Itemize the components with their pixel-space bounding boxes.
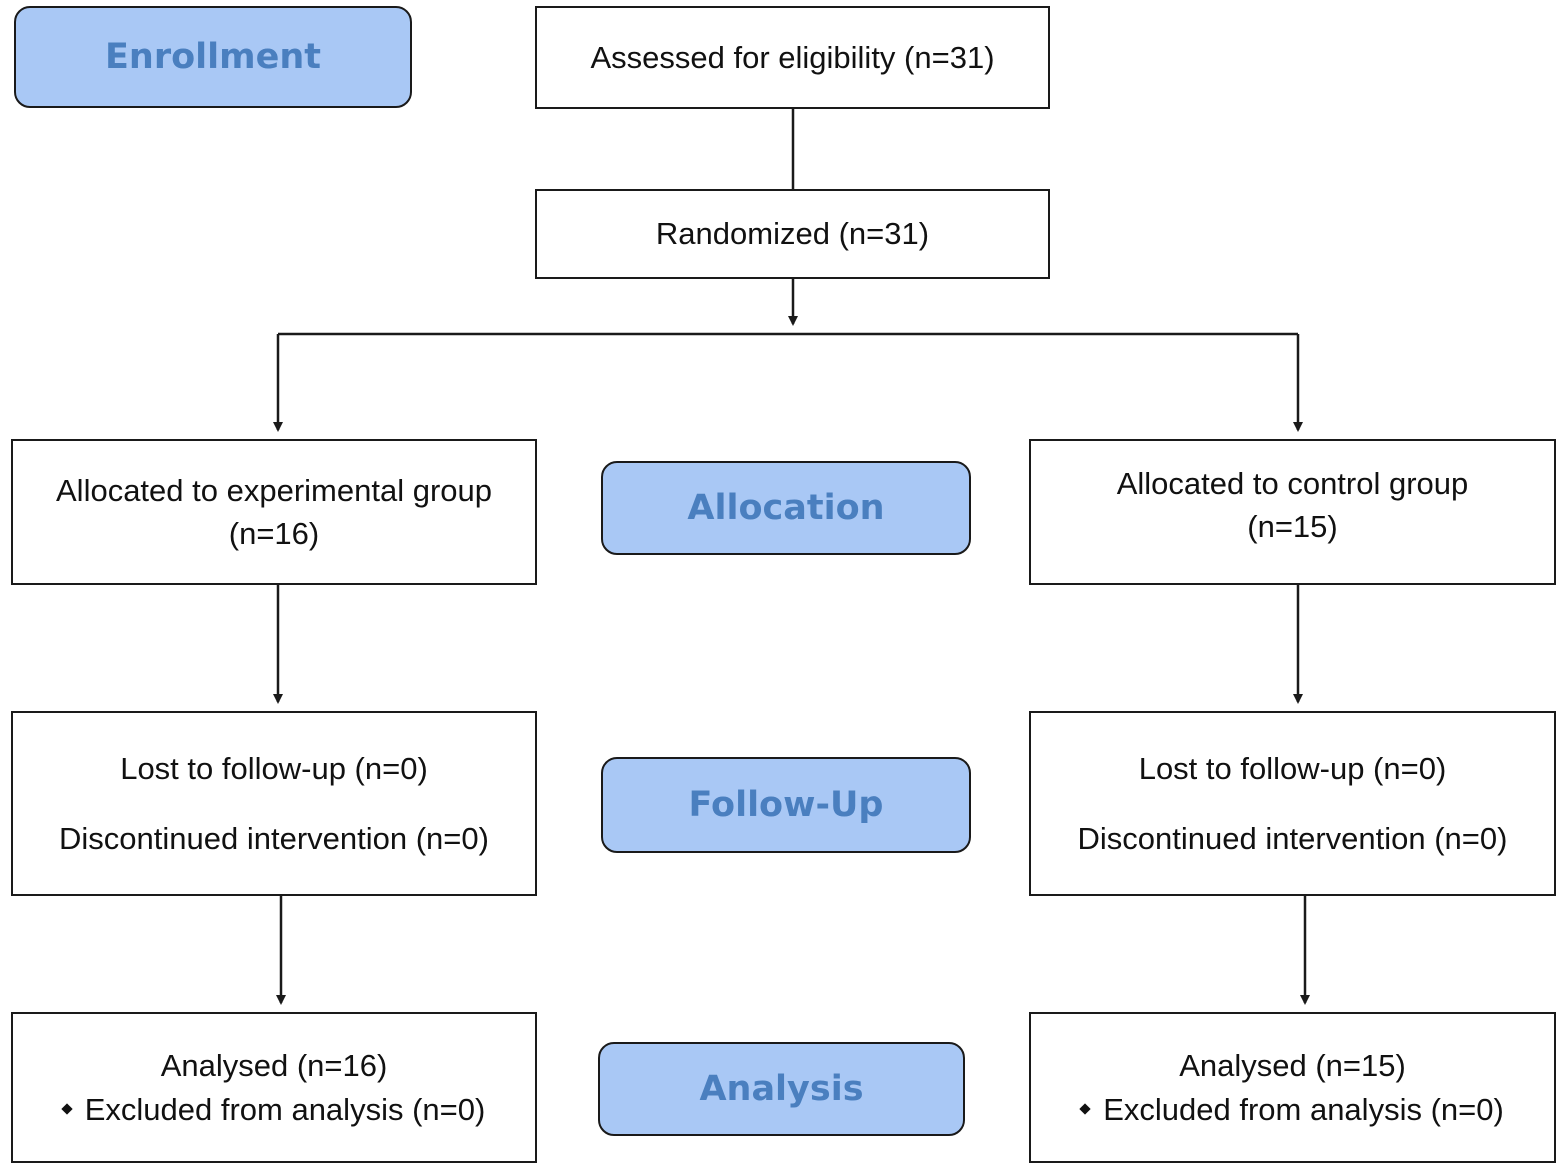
diamond-bullet-icon — [61, 1103, 73, 1115]
control-analysed-text: Analysed (n=15) — [1179, 1048, 1406, 1084]
stage-allocation: Allocation — [601, 461, 971, 555]
experimental-allocated-line1: Allocated to experimental group — [56, 472, 492, 508]
experimental-analysis-box: Analysed (n=16) Excluded from analysis (… — [11, 1012, 537, 1163]
experimental-excluded-text: Excluded from analysis (n=0) — [84, 1091, 486, 1127]
stage-enrollment: Enrollment — [14, 6, 412, 108]
experimental-followup-box: Lost to follow-up (n=0) Discontinued int… — [11, 711, 537, 896]
stage-follow-up: Follow-Up — [601, 757, 971, 853]
experimental-discontinued-text: Discontinued intervention (n=0) — [59, 820, 489, 856]
assessed-box: Assessed for eligibility (n=31) — [535, 6, 1050, 109]
stage-allocation-label: Allocation — [687, 488, 885, 528]
control-analysis-box: Analysed (n=15) Excluded from analysis (… — [1029, 1012, 1556, 1163]
control-followup-box: Lost to follow-up (n=0) Discontinued int… — [1029, 711, 1556, 896]
stage-analysis-label: Analysis — [699, 1069, 864, 1109]
control-discontinued-text: Discontinued intervention (n=0) — [1077, 820, 1508, 856]
stage-enrollment-label: Enrollment — [105, 37, 321, 77]
control-allocated-line1: Allocated to control group — [1116, 465, 1469, 501]
experimental-allocated-line2: (n=16) — [228, 516, 320, 551]
control-excluded-text: Excluded from analysis (n=0) — [1103, 1091, 1504, 1127]
diamond-bullet-icon — [1079, 1103, 1091, 1115]
experimental-excluded-item: Excluded from analysis (n=0) — [61, 1088, 486, 1131]
control-allocation-box: Allocated to control group (n=15) — [1029, 439, 1556, 585]
experimental-lost-text: Lost to follow-up (n=0) — [120, 751, 428, 787]
randomized-text: Randomized (n=31) — [655, 216, 930, 252]
experimental-allocation-box: Allocated to experimental group (n=16) — [11, 439, 537, 585]
control-lost-text: Lost to follow-up (n=0) — [1138, 751, 1447, 787]
experimental-analysed-text: Analysed (n=16) — [160, 1048, 388, 1084]
control-allocated-line2: (n=15) — [1247, 509, 1338, 544]
stage-follow-up-label: Follow-Up — [688, 785, 884, 825]
control-excluded-item: Excluded from analysis (n=0) — [1079, 1088, 1504, 1131]
randomized-box: Randomized (n=31) — [535, 189, 1050, 279]
stage-analysis: Analysis — [598, 1042, 965, 1136]
assessed-text: Assessed for eligibility (n=31) — [590, 39, 995, 75]
